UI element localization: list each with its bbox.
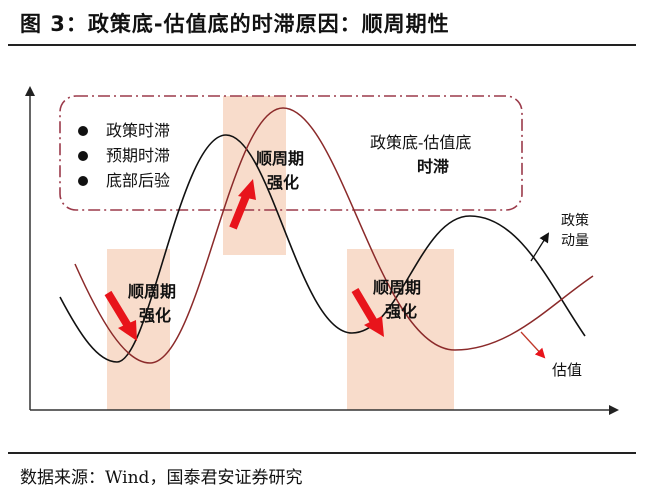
region-1-label-line1: 顺周期 [128, 282, 177, 301]
bullet-icon [78, 150, 88, 161]
title-divider [8, 44, 636, 46]
region-2-label-line1: 顺周期 [256, 149, 305, 168]
policy-momentum-label-line1: 政策 [561, 213, 589, 229]
list-item: 预期时滞 [78, 143, 170, 168]
list-item: 政策时滞 [78, 118, 170, 143]
list-item: 底部后验 [78, 168, 170, 193]
down-arrow-icon [104, 290, 137, 341]
down-arrow-icon [351, 287, 384, 337]
policy-momentum-label-line2: 动量 [561, 233, 589, 249]
footer-divider [8, 452, 636, 454]
valuation-label: 估值 [552, 361, 583, 379]
shaded-region-2 [223, 96, 286, 255]
source-note: 数据来源：Wind，国泰君安证券研究 [20, 468, 303, 488]
region-3-label-line1: 顺周期 [373, 278, 422, 297]
valuation-leader-line [520, 331, 546, 359]
up-arrow-icon [229, 179, 256, 230]
lag-note-line1: 政策底-估值底 [370, 133, 472, 152]
policy-leader-line [530, 232, 550, 262]
lag-note-box [59, 95, 523, 211]
page-title: 图 3：政策底-估值底的时滞原因：顺周期性 [20, 12, 450, 36]
lag-note-line2: 时滞 [417, 157, 450, 176]
valuation-curve [74, 107, 594, 364]
bullet-icon [78, 125, 88, 136]
shaded-region-1 [107, 249, 170, 410]
bullet-icon [78, 175, 88, 186]
region-1-label-line2: 强化 [139, 306, 172, 325]
region-2-label-line2: 强化 [267, 173, 300, 192]
factor-list: 政策时滞 预期时滞 底部后验 [78, 118, 170, 193]
policy-momentum-curve [59, 134, 586, 363]
region-3-label-line2: 强化 [385, 302, 418, 321]
